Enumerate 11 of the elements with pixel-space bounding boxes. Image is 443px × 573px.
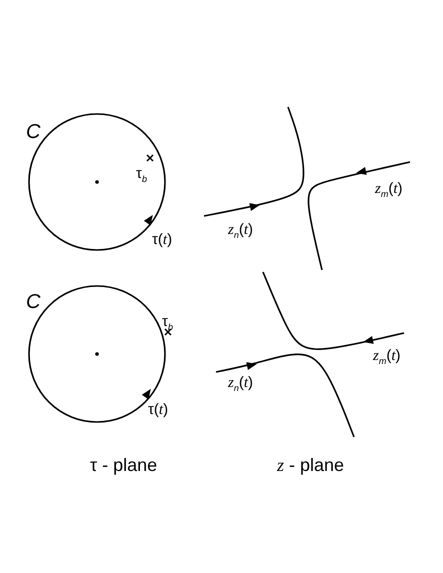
point-label: τ(t) <box>148 402 168 418</box>
contour-label: C <box>26 292 40 312</box>
plane-caption: z - plane <box>277 456 344 474</box>
point-label: τ(t) <box>152 232 172 248</box>
point-label: z$_{n}$(t) <box>228 222 254 240</box>
point-label: z$_{n}$(t) <box>228 375 254 393</box>
point-label: z$_{m}$(t) <box>375 181 403 199</box>
point-label: τ$_{b}$ <box>136 166 147 184</box>
point-label: z$_{m}$(t) <box>373 348 401 366</box>
contour-label: C <box>26 122 40 142</box>
plane-caption: τ - plane <box>90 456 158 474</box>
